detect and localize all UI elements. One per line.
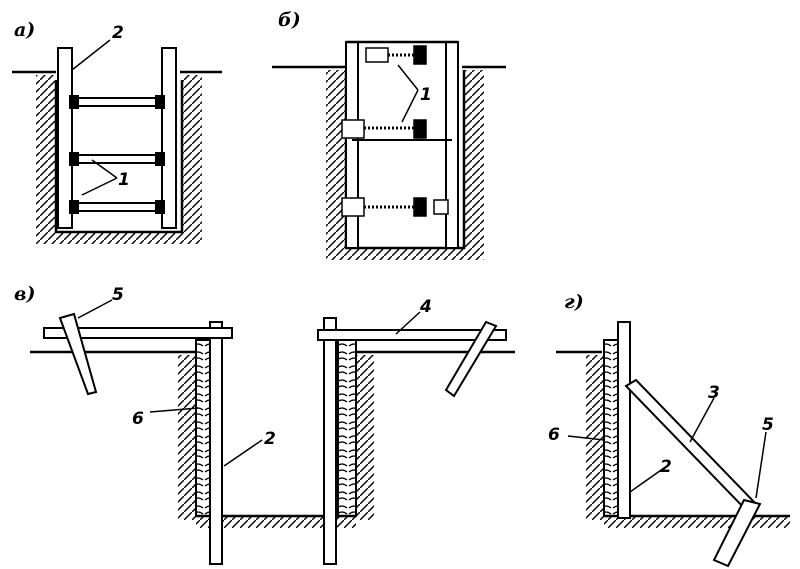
- callout-v-2: 2: [264, 429, 276, 449]
- callout-g-6: 6: [548, 425, 560, 445]
- callout-g-2: 2: [660, 457, 672, 477]
- panel-label-v: в): [14, 283, 35, 305]
- callout-b-1: 1: [420, 85, 432, 105]
- panel-a: [12, 39, 222, 244]
- panel-b: [272, 40, 506, 260]
- callout-g-5: 5: [762, 415, 774, 435]
- callout-v-4: 4: [419, 297, 432, 317]
- callout-a-2: 2: [112, 23, 124, 43]
- callout-g-3: 3: [708, 383, 720, 403]
- panel-g: [556, 321, 790, 568]
- callout-v-5: 5: [112, 285, 124, 305]
- panel-v: [30, 299, 515, 565]
- panel-label-b: б): [278, 9, 301, 31]
- callout-a-1: 1: [118, 170, 130, 190]
- panel-label-g: г): [564, 291, 584, 313]
- callout-v-6: 6: [132, 409, 144, 429]
- panel-label-a: а): [14, 19, 35, 41]
